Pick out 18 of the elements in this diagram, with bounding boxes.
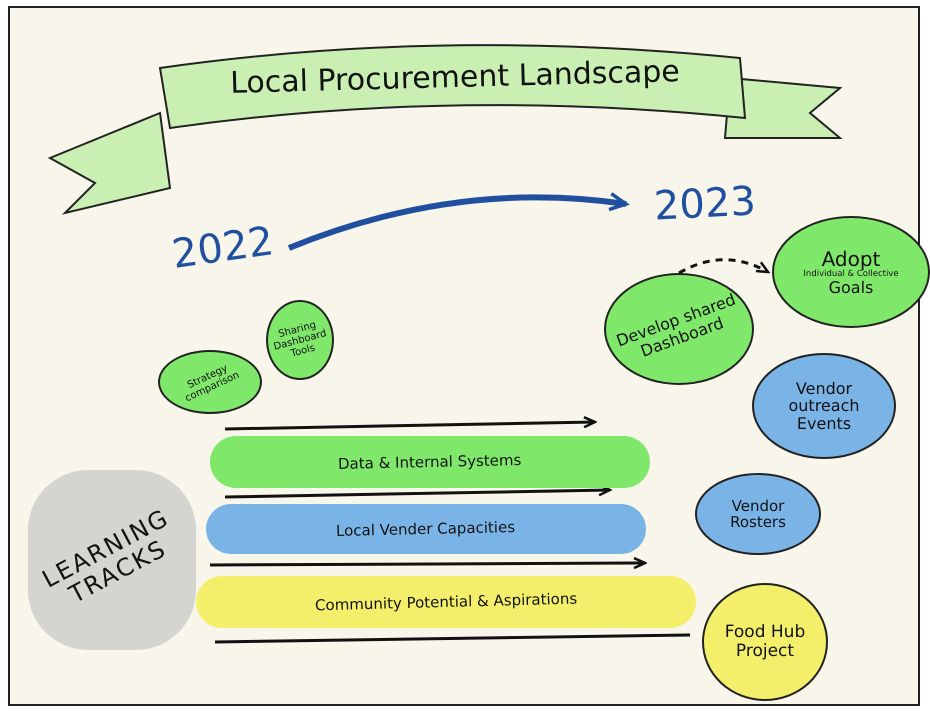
oval-label: Adopt [822,248,880,270]
oval-label: Goals [828,278,874,296]
band-label: Community Potential & Aspirations [314,590,578,614]
oval-label: Vendor outreach Events [787,380,860,432]
banner-title: Local Procurement Landscape [228,53,682,102]
year-label: 2022 [169,219,276,277]
track-band [206,504,646,554]
year-label: 2023 [653,179,757,229]
arrow [288,192,628,251]
band-label: Data & Internal Systems [338,452,522,472]
arrow [678,258,770,274]
oval-label: Vendor Rosters [729,498,787,530]
track-band [210,436,650,488]
oval-label: Food Hub Project [724,623,806,661]
track-band [196,576,696,628]
oval-label: Individual & Collective [802,270,900,279]
band-label: Local Vender Capacities [336,518,516,540]
track-heading [28,470,196,650]
